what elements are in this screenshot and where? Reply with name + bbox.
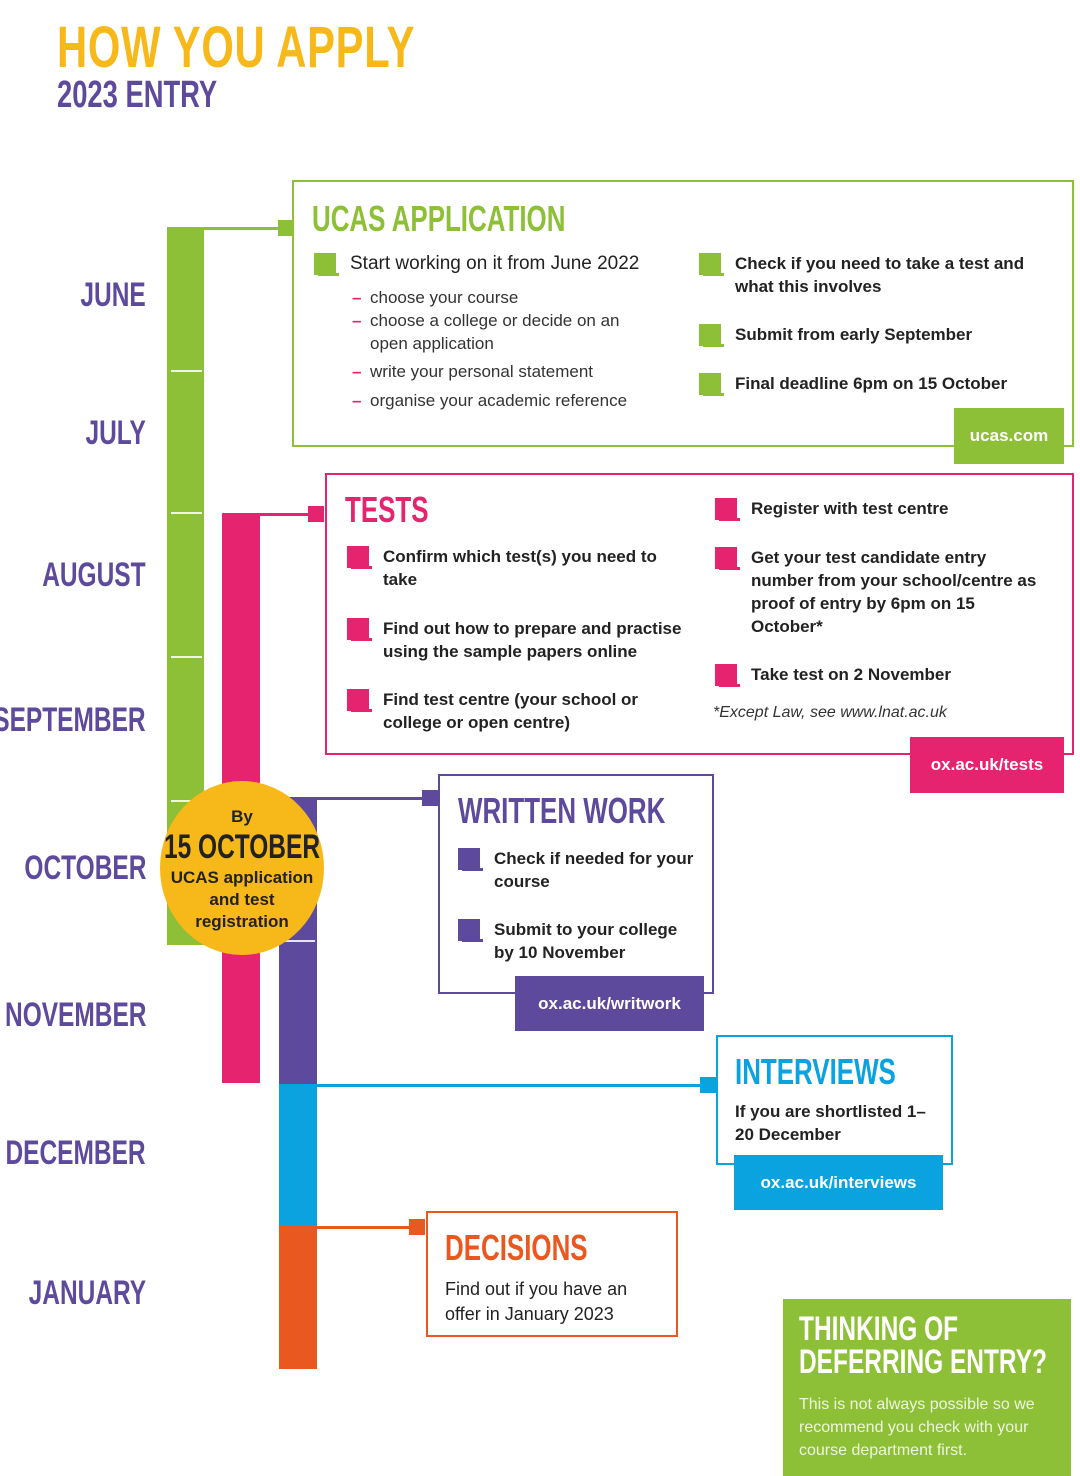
tests-left-item: Find test centre (your school or college… <box>347 688 677 734</box>
month-tick <box>171 656 202 658</box>
tests-right-item: Register with test centre <box>715 497 1045 521</box>
ucas-right-item: Check if you need to take a test and wha… <box>699 252 1039 298</box>
decisions-box: DECISIONS Find out if you have an offer … <box>426 1211 678 1337</box>
checkbox-icon[interactable] <box>458 848 483 871</box>
ucas-sub-item: –choose a college or decide on an open a… <box>352 311 620 353</box>
checkbox-icon[interactable] <box>347 618 372 641</box>
month-july: JULY <box>85 414 146 452</box>
tests-left-item: Find out how to prepare and practise usi… <box>347 617 692 663</box>
decisions-connector-knob <box>409 1219 425 1235</box>
month-september: SEPTEMBER <box>0 701 146 739</box>
written-work-connector <box>317 797 424 800</box>
ucas-main-item: Start working on it from June 2022 <box>314 252 639 276</box>
badge-description: UCAS application and test registration <box>170 868 314 931</box>
decisions-connector <box>317 1226 411 1229</box>
deferring-title: THINKING OF DEFERRING ENTRY? <box>799 1310 1047 1381</box>
month-january: JANUARY <box>28 1274 146 1312</box>
written-work-item: Check if needed for your course <box>458 847 698 893</box>
tests-connector-knob <box>308 506 324 522</box>
written-work-item: Submit to your college by 10 November <box>458 918 698 964</box>
deferring-text: This is not always possible so we recomm… <box>799 1396 1035 1459</box>
month-august: AUGUST <box>42 556 146 594</box>
badge-date: 15 OCTOBER <box>164 828 320 866</box>
tests-box: TESTS Confirm which test(s) you need to … <box>325 473 1074 755</box>
decisions-timeline-bar <box>279 1226 317 1369</box>
ucas-right-item: Final deadline 6pm on 15 October <box>699 372 1039 396</box>
checkbox-icon[interactable] <box>458 919 483 942</box>
deferring-entry-panel: THINKING OF DEFERRING ENTRY? This is not… <box>783 1299 1071 1476</box>
month-october: OCTOBER <box>24 849 146 887</box>
interviews-text: If you are shortlisted 1–20 December <box>735 1102 926 1144</box>
interviews-timeline-bar <box>279 1084 317 1226</box>
interviews-connector <box>317 1084 703 1087</box>
ucas-sub-item: –organise your academic reference <box>352 391 628 410</box>
interviews-connector-knob <box>700 1077 716 1093</box>
page-subtitle: 2023 ENTRY <box>57 74 218 116</box>
tests-footnote: *Except Law, see www.lnat.ac.uk <box>713 704 947 721</box>
written-work-link[interactable]: ox.ac.uk/writwork <box>515 976 704 1031</box>
checkbox-icon[interactable] <box>314 253 339 276</box>
written-work-connector-knob <box>422 790 438 806</box>
tests-connector <box>260 513 310 516</box>
checkbox-icon[interactable] <box>347 546 372 569</box>
interviews-link[interactable]: ox.ac.uk/interviews <box>734 1155 943 1210</box>
checkbox-icon[interactable] <box>699 253 724 276</box>
month-november: NOVEMBER <box>4 996 146 1034</box>
tests-title: TESTS <box>345 489 429 530</box>
ucas-title: UCAS APPLICATION <box>312 198 566 239</box>
interviews-box: INTERVIEWS If you are shortlisted 1–20 D… <box>716 1035 953 1165</box>
checkbox-icon[interactable] <box>715 664 740 687</box>
checkbox-icon[interactable] <box>699 373 724 396</box>
month-june: JUNE <box>80 276 146 314</box>
checkbox-icon[interactable] <box>715 498 740 521</box>
badge-by: By <box>231 807 253 826</box>
ucas-connector <box>204 227 284 230</box>
tests-link[interactable]: ox.ac.uk/tests <box>910 737 1064 793</box>
ucas-right-item: Submit from early September <box>699 323 1039 347</box>
month-tick <box>171 370 202 372</box>
tests-right-item: Take test on 2 November <box>715 663 1045 687</box>
checkbox-icon[interactable] <box>715 547 740 570</box>
ucas-link[interactable]: ucas.com <box>954 408 1064 464</box>
tests-left-item: Confirm which test(s) you need to take <box>347 545 677 591</box>
month-december: DECEMBER <box>5 1134 146 1172</box>
interviews-title: INTERVIEWS <box>735 1051 896 1092</box>
ucas-sub-item: –write your personal statement <box>352 362 593 381</box>
written-work-box: WRITTEN WORK Check if needed for your co… <box>438 774 714 994</box>
page-title: HOW YOU APPLY <box>57 15 416 80</box>
month-tick <box>283 940 315 942</box>
ucas-connector-knob <box>278 220 294 236</box>
ucas-sub-item: –choose your course <box>352 288 519 307</box>
written-work-title: WRITTEN WORK <box>458 790 666 831</box>
deadline-badge: By 15 OCTOBER UCAS application and test … <box>160 781 324 955</box>
decisions-title: DECISIONS <box>445 1227 588 1268</box>
month-tick <box>171 800 202 802</box>
checkbox-icon[interactable] <box>699 324 724 347</box>
checkbox-icon[interactable] <box>347 689 372 712</box>
month-tick <box>171 512 202 514</box>
tests-right-item: Get your test candidate entry number fro… <box>715 546 1045 638</box>
decisions-text: Find out if you have an offer in January… <box>445 1279 628 1324</box>
ucas-application-box: UCAS APPLICATION Start working on it fro… <box>292 180 1074 447</box>
